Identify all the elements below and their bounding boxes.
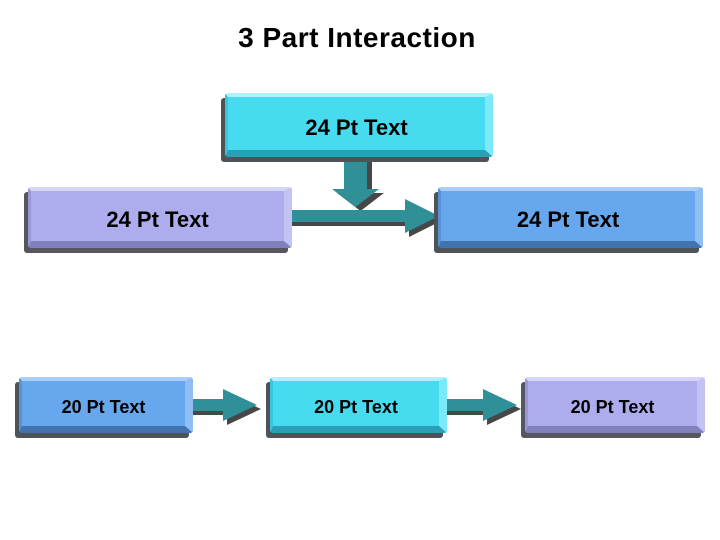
arrow-top-to-connector — [332, 150, 384, 211]
box-label: 20 Pt Text — [570, 397, 655, 417]
arrow-right-icon — [440, 389, 517, 421]
box-label: 24 Pt Text — [516, 207, 620, 232]
arrow-down-icon — [332, 150, 379, 207]
box-label: 24 Pt Text — [106, 207, 209, 232]
box-bottom-center: 20 Pt Text — [270, 377, 447, 433]
box-bottom-left: 20 Pt Text — [19, 377, 193, 433]
box-bottom-right: 20 Pt Text — [525, 377, 705, 433]
box-label: 20 Pt Text — [314, 397, 398, 417]
box-label: 24 Pt Text — [305, 114, 408, 140]
arrow-bottomleft-to-bottomcenter — [186, 389, 261, 425]
arrow-bottomcenter-to-bottomright — [440, 389, 521, 425]
box-middle-left: 24 Pt Text — [28, 187, 292, 248]
box-label: 20 Pt Text — [61, 397, 146, 417]
arrow-right-icon — [284, 199, 439, 233]
arrow-left-to-right — [284, 199, 443, 237]
arrow-right-icon — [186, 389, 257, 421]
box-top-center: 24 Pt Text — [225, 93, 493, 157]
slide-title: 3 Part Interaction — [238, 22, 476, 53]
box-middle-right: 24 Pt Text — [438, 187, 703, 248]
